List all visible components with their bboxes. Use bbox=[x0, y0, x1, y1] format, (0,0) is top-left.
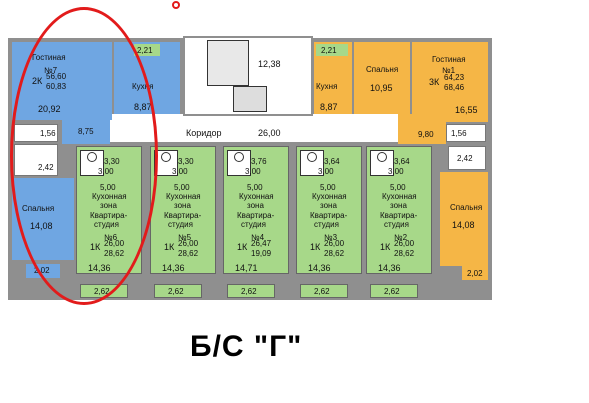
studio-1-top-area: 3,30 bbox=[178, 157, 194, 166]
apt1-area1: 64,23 bbox=[444, 73, 465, 82]
studio-1-area2: 28,62 bbox=[178, 249, 199, 258]
studio-3-bath-area: 3,00 bbox=[318, 167, 334, 176]
studio-3-area2: 28,62 bbox=[324, 249, 345, 258]
studio-2-bath-area: 3,00 bbox=[245, 167, 261, 176]
stair-area: 12,38 bbox=[258, 59, 281, 69]
studio-2-num: №4 bbox=[251, 233, 265, 242]
apt1-rooms: 3К bbox=[429, 77, 440, 87]
studio-3-kz-label1: Кухонная bbox=[312, 192, 347, 201]
studio-4-room-area: 14,36 bbox=[378, 263, 401, 273]
corridor-area: 26,00 bbox=[258, 128, 281, 138]
studio-2-area2: 19,09 bbox=[251, 249, 272, 258]
apt1-area2: 68,46 bbox=[444, 83, 465, 92]
studio-4-kz-label1: Кухонная bbox=[382, 192, 417, 201]
apt1-living-area: 16,55 bbox=[455, 105, 478, 115]
apt1-kitchen-label: Кухня bbox=[316, 82, 338, 91]
studio-2-loggia bbox=[227, 284, 275, 298]
studio-3-loggia bbox=[300, 284, 348, 298]
studio-3-kz-area: 5,00 bbox=[320, 183, 336, 192]
studio-3-num: №3 bbox=[324, 233, 338, 242]
studio-4-rooms: 1К bbox=[380, 242, 391, 252]
studio-3-st-label1: Квартира- bbox=[310, 211, 348, 220]
studio-4-kz-area: 5,00 bbox=[390, 183, 406, 192]
studio-1-kz-label2: зона bbox=[174, 201, 191, 210]
highlight-ring bbox=[10, 7, 158, 305]
studio-3-area1: 26,00 bbox=[324, 239, 345, 248]
studio-3-room-area: 14,36 bbox=[308, 263, 331, 273]
studio-1-kz-area: 5,00 bbox=[174, 183, 190, 192]
apt1-bedroom-area: 10,95 bbox=[370, 83, 393, 93]
studio-1-area1: 26,00 bbox=[178, 239, 199, 248]
apt7-loggia-top bbox=[134, 44, 160, 56]
studio-4-kz-label2: зона bbox=[390, 201, 407, 210]
studio-1-rooms: 1К bbox=[164, 242, 175, 252]
apt1-bath-area: 2,42 bbox=[457, 154, 473, 163]
studio-4-st-label1: Квартира- bbox=[380, 211, 418, 220]
plan-caption: Б/С "Г" bbox=[190, 330, 303, 363]
apt1-loggia-top bbox=[316, 44, 348, 56]
corridor bbox=[110, 114, 398, 142]
studio-2-st-label2: студия bbox=[241, 220, 266, 229]
apt1-bath bbox=[448, 146, 486, 170]
studio-3-rooms: 1К bbox=[310, 242, 321, 252]
studio-4-area1: 26,00 bbox=[394, 239, 415, 248]
marker-dot bbox=[172, 1, 180, 9]
studio-1-bath-area: 3,00 bbox=[172, 167, 188, 176]
studio-4-num: №2 bbox=[394, 233, 408, 242]
studio-2-room-area: 14,71 bbox=[235, 263, 258, 273]
studio-2-top-area: 3,76 bbox=[251, 157, 267, 166]
studio-1-loggia-area: 2,62 bbox=[168, 287, 184, 296]
studio-4-toilet-icon bbox=[377, 152, 387, 162]
studio-1-st-label2: студия bbox=[168, 220, 193, 229]
apt1-hall bbox=[398, 114, 446, 144]
studio-1-loggia bbox=[154, 284, 202, 298]
apt1-living bbox=[412, 42, 488, 122]
apt1-title: Гостиная bbox=[432, 55, 466, 64]
studio-4-bath-area: 3,00 bbox=[388, 167, 404, 176]
studio-3-kz-label2: зона bbox=[320, 201, 337, 210]
lift-shaft bbox=[233, 86, 267, 112]
studio-2-kz-label2: зона bbox=[247, 201, 264, 210]
apt1-wc-area: 1,56 bbox=[451, 129, 467, 138]
studio-4-loggia-area: 2,62 bbox=[384, 287, 400, 296]
apt1-bedroom bbox=[354, 42, 410, 114]
studio-2-kz-area: 5,00 bbox=[247, 183, 263, 192]
studio-1-num: №5 bbox=[178, 233, 192, 242]
studio-4-area2: 28,62 bbox=[394, 249, 415, 258]
studio-4-loggia bbox=[370, 284, 418, 298]
apt1-bedroom2-label: Спальня bbox=[450, 203, 483, 212]
studio-4-top-area: 3,64 bbox=[394, 157, 410, 166]
studio-2-area1: 26,47 bbox=[251, 239, 272, 248]
apt1-loggia bbox=[462, 266, 488, 280]
studio-2-rooms: 1К bbox=[237, 242, 248, 252]
studio-3-loggia-area: 2,62 bbox=[314, 287, 330, 296]
studio-3-toilet-icon bbox=[307, 152, 317, 162]
studio-1-kz-label1: Кухонная bbox=[166, 192, 201, 201]
apt1-num: №1 bbox=[442, 66, 456, 75]
studio-2-kz-label1: Кухонная bbox=[239, 192, 274, 201]
apt1-kitchen-area: 8,87 bbox=[320, 102, 338, 112]
lift-core bbox=[207, 40, 249, 86]
studio-1-st-label1: Квартира- bbox=[164, 211, 202, 220]
studio-2-st-label1: Квартира- bbox=[237, 211, 275, 220]
apt1-loggia-area: 2,02 bbox=[467, 269, 483, 278]
apt1-hall-area: 9,80 bbox=[418, 130, 434, 139]
studio-2-toilet-icon bbox=[234, 152, 244, 162]
studio-4-st-label2: студия bbox=[384, 220, 409, 229]
apt1-loggia-top-area: 2,21 bbox=[321, 46, 337, 55]
apt7-loggia-top-area: 2,21 bbox=[137, 46, 153, 55]
studio-1-room-area: 14,36 bbox=[162, 263, 185, 273]
apt1-bedroom2-area: 14,08 bbox=[452, 220, 475, 230]
studio-3-st-label2: студия bbox=[314, 220, 339, 229]
apt1-wc bbox=[446, 124, 486, 142]
apt1-bedroom2 bbox=[440, 172, 488, 266]
studio-1-toilet-icon bbox=[161, 152, 171, 162]
studio-3-top-area: 3,64 bbox=[324, 157, 340, 166]
studio-2-loggia-area: 2,62 bbox=[241, 287, 257, 296]
apt1-bedroom-label: Спальня bbox=[366, 65, 399, 74]
corridor-label: Коридор bbox=[186, 128, 222, 138]
